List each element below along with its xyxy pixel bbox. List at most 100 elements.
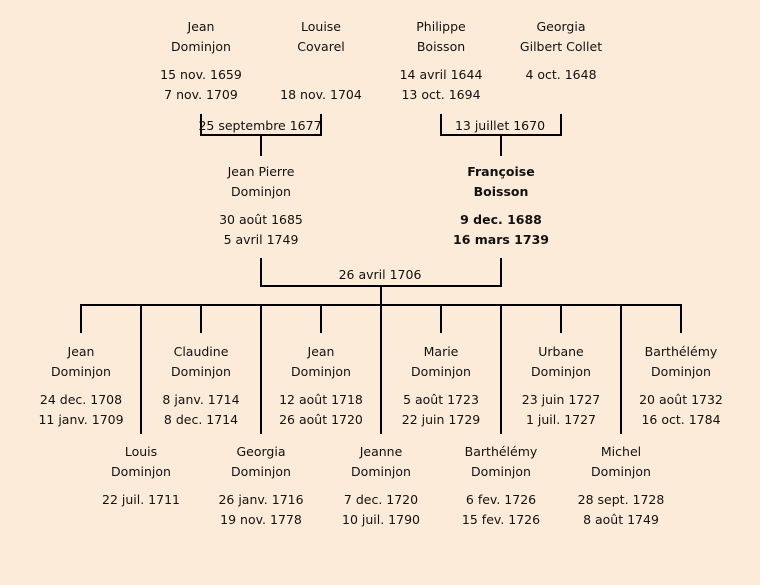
person-first-name: Françoise [467, 164, 535, 179]
person-first-name: Jean [307, 344, 335, 359]
marriage-date-parents: 26 avril 1706 [338, 267, 422, 282]
person-dates: 14 avril 1644 13 oct. 1694 [366, 65, 516, 105]
person-birth-date: 12 août 1718 [279, 392, 363, 407]
person-death-date: 19 nov. 1778 [220, 512, 302, 527]
person-first-name: Claudine [173, 344, 229, 359]
person-last-name: Dominjon [231, 184, 291, 199]
person-last-name: Dominjon [351, 464, 411, 479]
person-last-name: Dominjon [231, 464, 291, 479]
children-drops [80, 305, 682, 434]
person-first-name: Barthélémy [644, 344, 718, 359]
person-first-name: Barthélémy [464, 444, 538, 459]
person-dates: 8 janv. 1714 8 dec. 1714 [126, 390, 276, 430]
person-birth-date: 15 nov. 1659 [160, 67, 242, 82]
person-death-date: 13 oct. 1694 [401, 87, 481, 102]
person-dates: 18 nov. 1704 [246, 65, 396, 105]
person-last-name: Dominjon [471, 464, 531, 479]
person-first-name: Jean [187, 19, 215, 34]
person-dates: 6 fev. 1726 15 fev. 1726 [426, 490, 576, 530]
person-dates: 22 juil. 1711 [66, 490, 216, 530]
person-last-name: Covarel [297, 39, 345, 54]
person-last-name: Dominjon [51, 364, 111, 379]
person-birth-date: 14 avril 1644 [399, 67, 483, 82]
person-dates: 7 dec. 1720 10 juil. 1790 [306, 490, 456, 530]
person-death-date: 7 nov. 1709 [164, 87, 238, 102]
person-dates: 24 dec. 1708 11 janv. 1709 [6, 390, 156, 430]
person-birth-date: 22 juil. 1711 [102, 492, 180, 507]
person-death-date: 8 août 1749 [583, 512, 659, 527]
person-last-name: Dominjon [651, 364, 711, 379]
person-last-name: Boisson [473, 184, 529, 199]
person-death-date: 5 avril 1749 [223, 232, 299, 247]
person-last-name: Dominjon [591, 464, 651, 479]
person-dates: 23 juin 1727 1 juil. 1727 [486, 390, 636, 430]
person-death-date: 11 janv. 1709 [38, 412, 124, 427]
person-last-name: Dominjon [111, 464, 171, 479]
person-first-name: Georgia [236, 444, 286, 459]
person-birth-date: 26 janv. 1716 [218, 492, 304, 507]
person-dates: 5 août 1723 22 juin 1729 [366, 390, 516, 430]
person-birth-date: 5 août 1723 [403, 392, 479, 407]
marriage-date-paternal: 25 septembre 1677 [198, 118, 322, 133]
person-dates: 30 août 1685 5 avril 1749 [186, 210, 336, 250]
person-death-date: 16 mars 1739 [453, 232, 549, 247]
person-death-date: 15 fev. 1726 [461, 512, 541, 527]
person-death-date: 22 juin 1729 [401, 412, 481, 427]
person-birth-date: 24 dec. 1708 [39, 392, 123, 407]
person-birth-date: 30 août 1685 [219, 212, 303, 227]
person-dates: 26 janv. 1716 19 nov. 1778 [186, 490, 336, 530]
person-birth-date: 7 dec. 1720 [343, 492, 419, 507]
person-dates: 12 août 1718 26 août 1720 [246, 390, 396, 430]
marriage-date-maternal: 13 juillet 1670 [454, 118, 546, 133]
person-death-date: 26 août 1720 [279, 412, 363, 427]
person-last-name: Dominjon [291, 364, 351, 379]
person-dates: 4 oct. 1648 [486, 65, 636, 105]
person-first-name: Louise [301, 19, 341, 34]
person-dates: 28 sept. 1728 8 août 1749 [546, 490, 696, 530]
person-last-name: Dominjon [171, 39, 231, 54]
person-last-name: Dominjon [171, 364, 231, 379]
person-death-date: 8 dec. 1714 [163, 412, 239, 427]
person-last-name: Boisson [416, 39, 466, 54]
person-first-name: Louis [124, 444, 158, 459]
person-death-date: 1 juil. 1727 [525, 412, 597, 427]
person-birth-date: 20 août 1732 [639, 392, 723, 407]
person-birth-date: 9 dec. 1688 [460, 212, 542, 227]
person-first-name: Urbane [538, 344, 584, 359]
person-birth-date: 6 fev. 1726 [465, 492, 537, 507]
person-first-name: Michel [600, 444, 642, 459]
person-first-name: Jean [67, 344, 95, 359]
person-birth-date: 4 oct. 1648 [525, 67, 597, 82]
person-dates: 9 dec. 1688 16 mars 1739 [426, 210, 576, 250]
marriage-bracket-parents [260, 258, 502, 305]
person-first-name: Jeanne [359, 444, 403, 459]
person-birth-date: 23 juin 1727 [521, 392, 601, 407]
person-first-name: Georgia [536, 19, 586, 34]
person-last-name: Gilbert Collet [519, 39, 603, 54]
person-birth-date: 8 janv. 1714 [162, 392, 240, 407]
person-death-date: 10 juil. 1790 [342, 512, 420, 527]
person-death-date: 18 nov. 1704 [280, 87, 362, 102]
person-birth-date: 28 sept. 1728 [577, 492, 665, 507]
person-first-name: Jean Pierre [227, 164, 295, 179]
person-last-name: Dominjon [411, 364, 471, 379]
